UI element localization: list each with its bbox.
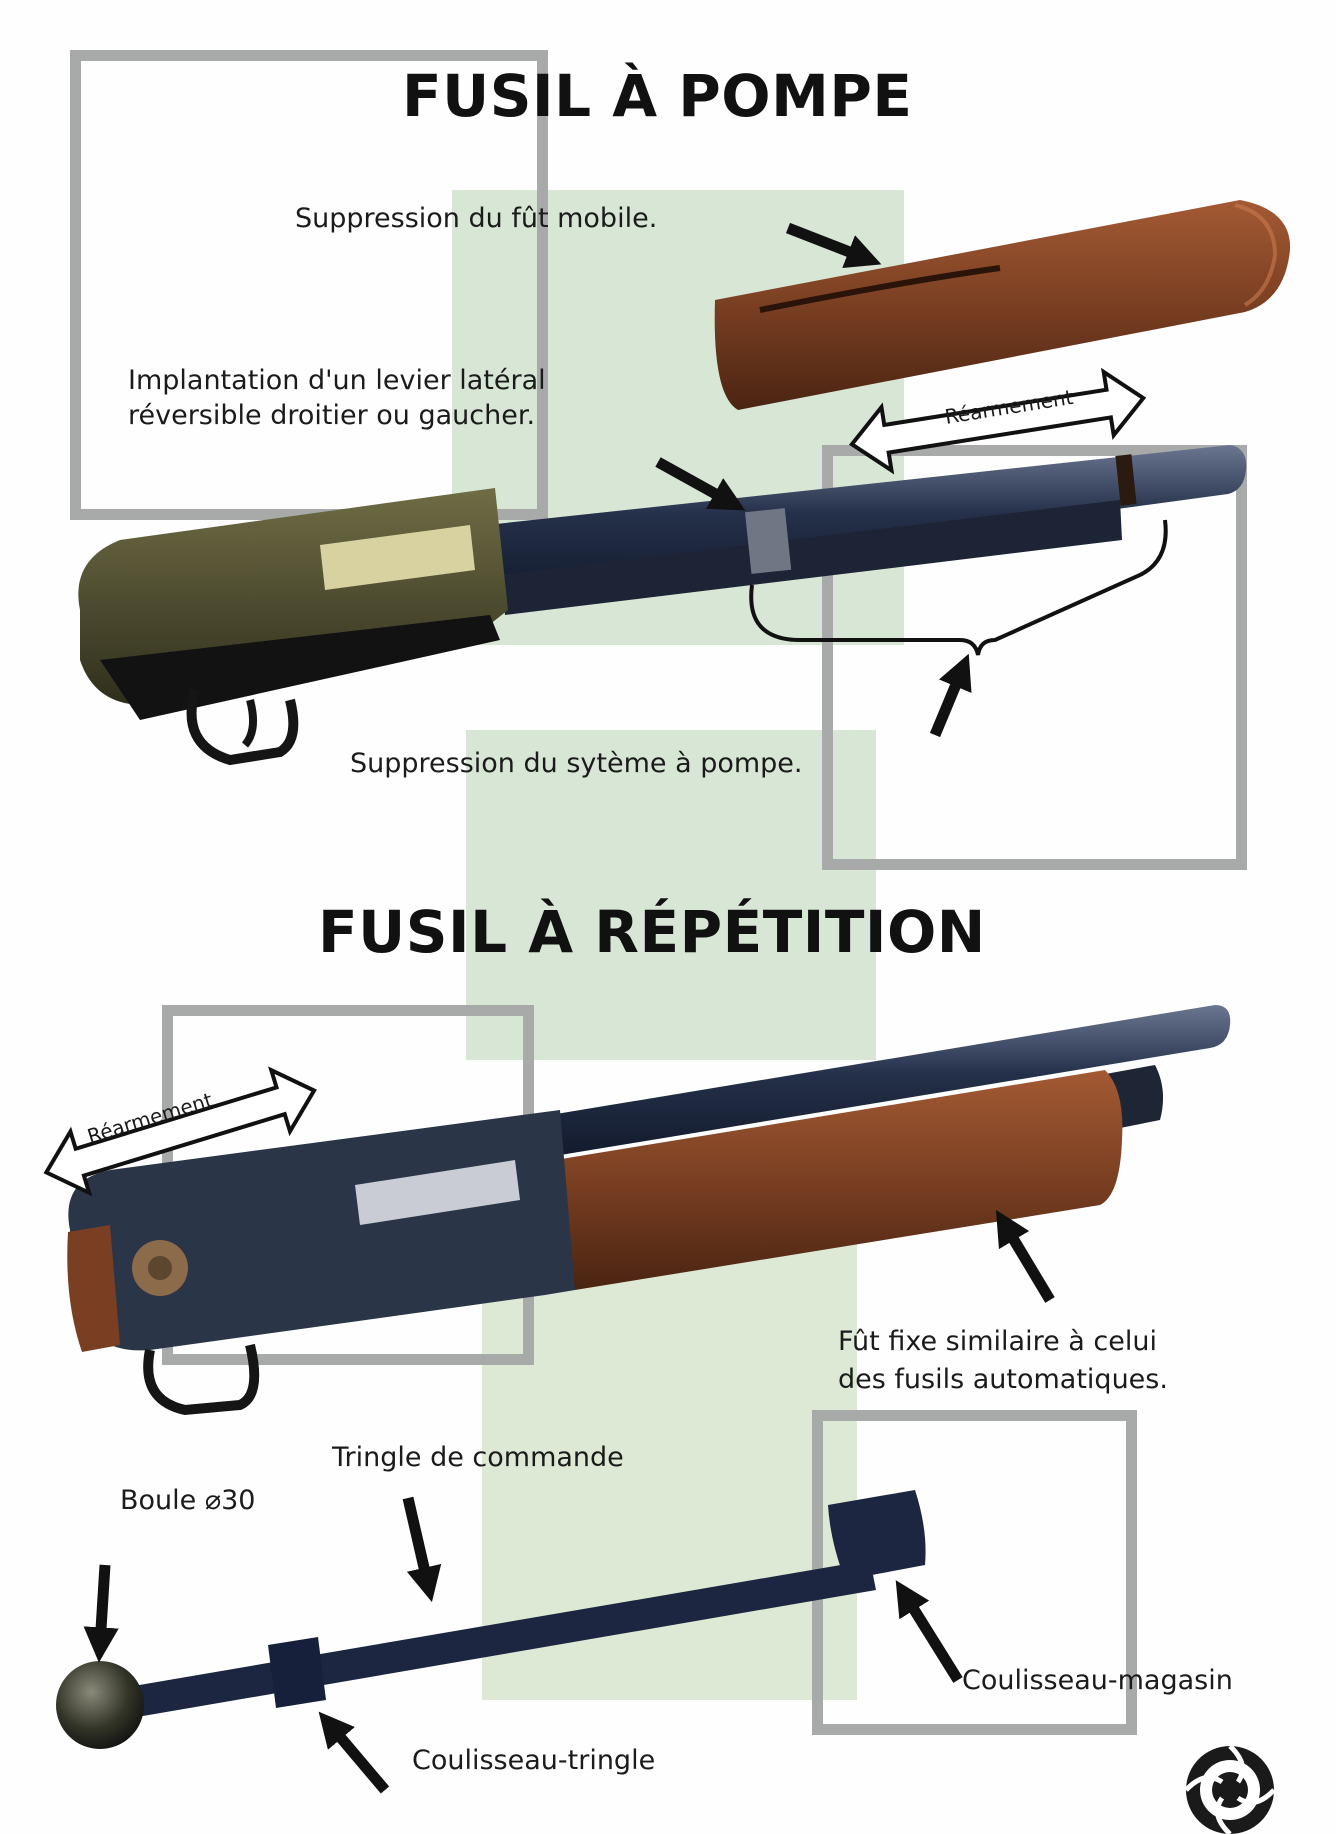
callout-fut-fixe-line1: Fût fixe similaire à celui [838,1326,1158,1357]
arrow-icon [318,1711,390,1794]
frame-top-right [822,445,1247,870]
arrow-icon [929,653,972,738]
control-rod [56,1490,926,1749]
arrow-icon [83,1564,119,1663]
callout-systeme-pompe: Suppression du sytème à pompe. [350,748,803,779]
callout-fut-fixe-line2: des fusils automatiques. [838,1364,1168,1395]
callout-levier-line2: réversible droitier ou gaucher. [128,400,536,431]
callout-coulisseau-magasin: Coulisseau-magasin [962,1665,1233,1696]
bracket-line [749,519,1168,656]
green-band-middle [466,730,876,1060]
callout-boule: Boule ⌀30 [120,1485,256,1516]
arrow-icon [786,222,882,269]
double-arrow-icon [43,1066,317,1197]
arrow-icon [895,1580,963,1683]
repeating-shotgun [67,1005,1231,1416]
pump-shotgun [78,445,1247,766]
removed-forend [714,200,1291,410]
title-pump: FUSIL À POMPE [402,62,913,130]
arrow-icon [995,1209,1055,1303]
callout-coulisseau-tringle: Coulisseau-tringle [412,1745,656,1776]
double-arrow-icon [848,367,1147,475]
callout-fut-mobile: Suppression du fût mobile. [295,203,658,234]
arrow-icon [655,457,746,511]
callout-levier-line1: Implantation d'un levier latéral [128,365,546,396]
title-repeat: FUSIL À RÉPÉTITION [318,898,986,966]
callout-tringle: Tringle de commande [332,1442,624,1473]
arrow-icon [402,1496,442,1603]
emblem-icon [1184,1744,1276,1834]
